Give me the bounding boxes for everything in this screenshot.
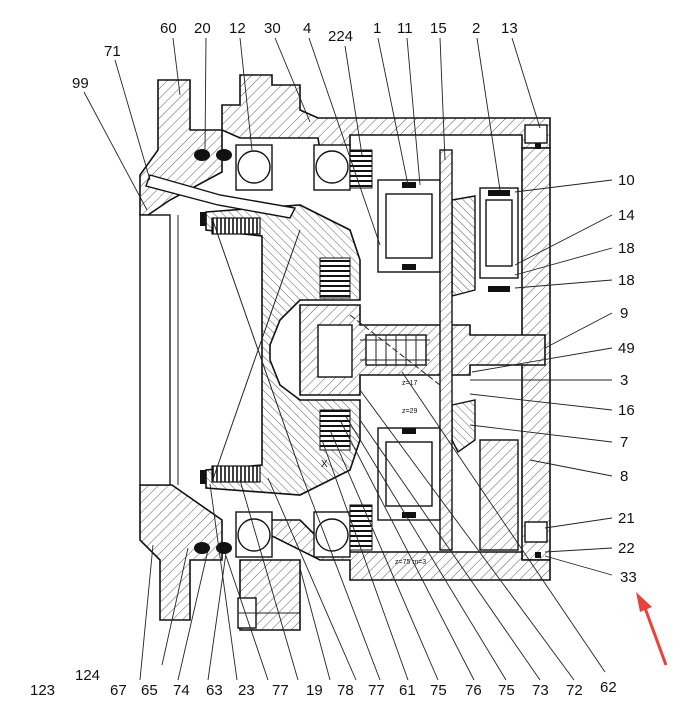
left-flange <box>139 79 223 621</box>
label-10: 10 <box>618 172 635 189</box>
label-23: 23 <box>238 682 255 699</box>
label-20: 20 <box>194 20 211 37</box>
label-73: 73 <box>532 682 549 699</box>
label-77b: 77 <box>368 682 385 699</box>
label-124: 124 <box>75 667 100 684</box>
label-99: 99 <box>72 75 89 92</box>
label-21: 21 <box>618 510 635 527</box>
label-49: 49 <box>618 340 635 357</box>
main-bearings <box>235 144 351 558</box>
label-22: 22 <box>618 540 635 557</box>
label-75b: 75 <box>498 682 515 699</box>
label-75a: 75 <box>430 682 447 699</box>
label-19: 19 <box>306 682 323 699</box>
label-7: 7 <box>620 434 628 451</box>
label-11: 11 <box>397 20 413 37</box>
right-labels: 10 14 18 18 9 49 3 16 7 8 21 22 33 <box>618 172 637 586</box>
label-71: 71 <box>104 43 121 60</box>
label-60: 60 <box>160 20 177 37</box>
gear-z29-note: z=29 <box>402 408 417 415</box>
label-30: 30 <box>264 20 281 37</box>
label-65: 65 <box>141 682 158 699</box>
label-72: 72 <box>566 682 583 699</box>
leader-lines <box>83 37 613 681</box>
label-63: 63 <box>206 682 223 699</box>
label-15: 15 <box>430 20 447 37</box>
label-76: 76 <box>465 682 482 699</box>
label-77a: 77 <box>272 682 289 699</box>
central-shaft <box>299 304 546 396</box>
left-top-labels: 71 99 <box>72 43 121 92</box>
label-78: 78 <box>337 682 354 699</box>
label-61: 61 <box>399 682 416 699</box>
label-74: 74 <box>173 682 190 699</box>
label-3: 3 <box>620 372 628 389</box>
planet-gears <box>377 179 519 551</box>
label-12: 12 <box>229 20 246 37</box>
ring-gear-note: z=75 m=3 <box>395 559 426 566</box>
label-1: 1 <box>373 20 381 37</box>
label-33: 33 <box>620 569 637 586</box>
label-13: 13 <box>501 20 518 37</box>
red-arrow-icon <box>636 592 668 666</box>
label-9: 9 <box>620 305 628 322</box>
label-14: 14 <box>618 207 635 224</box>
label-8: 8 <box>620 468 628 485</box>
label-224: 224 <box>328 28 353 45</box>
label-67: 67 <box>110 682 127 699</box>
bottom-labels: 123 124 67 65 74 63 23 77 19 78 77 61 75… <box>30 667 617 699</box>
section-mark: X <box>321 459 328 470</box>
shaft-seals <box>194 149 232 554</box>
label-18b: 18 <box>618 272 635 289</box>
label-18a: 18 <box>618 240 635 257</box>
label-4: 4 <box>303 20 311 37</box>
label-16: 16 <box>618 402 635 419</box>
ring-gear <box>439 124 548 558</box>
label-2: 2 <box>472 20 480 37</box>
label-123: 123 <box>30 682 55 699</box>
label-62: 62 <box>600 679 617 696</box>
oil-tube <box>145 174 297 219</box>
top-labels: 60 20 12 30 4 224 1 11 15 2 13 <box>160 20 518 45</box>
